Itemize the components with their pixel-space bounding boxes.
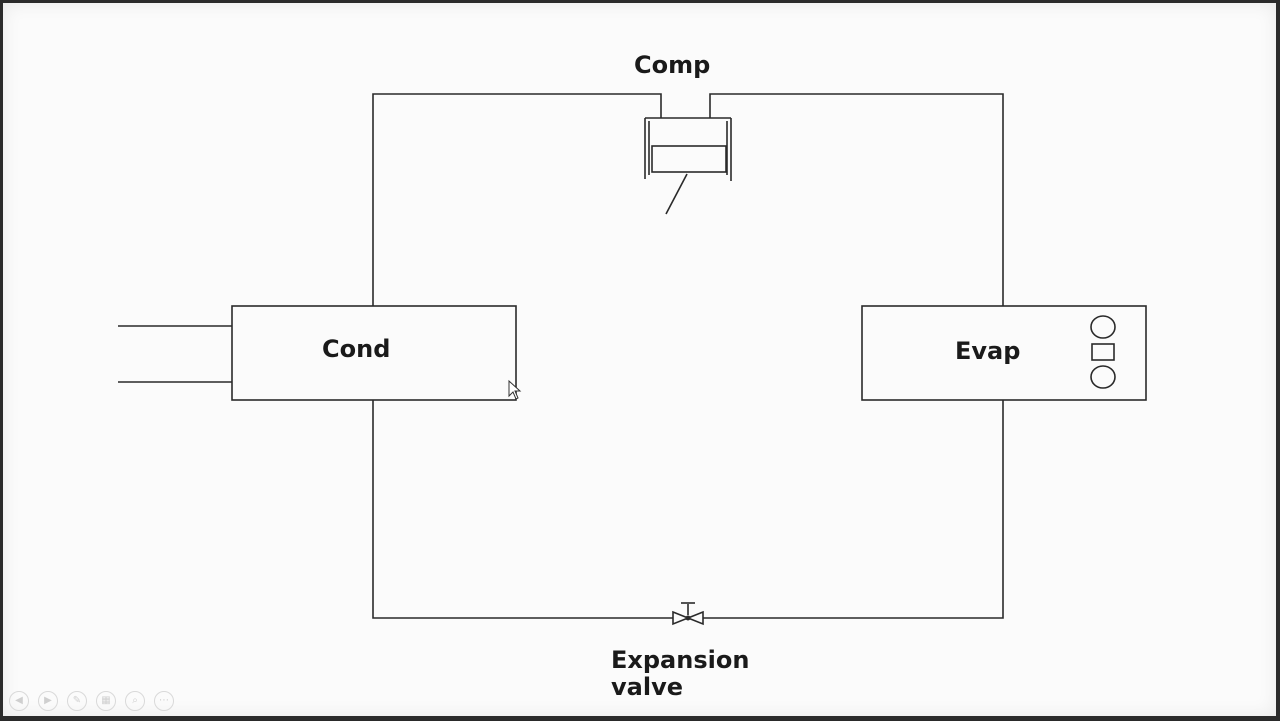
- pen-icon: ✎: [72, 695, 82, 706]
- condenser-box: [231, 305, 517, 401]
- pipe-comp-to-evap: [709, 93, 1004, 306]
- pen-button[interactable]: ✎: [67, 691, 87, 711]
- evaporator: Evap: [861, 305, 1147, 401]
- slide: Comp Cond Evap: [3, 3, 1276, 716]
- mouse-cursor-icon: [508, 379, 522, 400]
- compressor-label: Comp: [634, 51, 710, 79]
- previous-slide-icon: ◀: [15, 695, 23, 706]
- refrigeration-cycle-diagram: Comp Cond Evap: [118, 51, 1147, 701]
- slideshow-toolbar: ◀ ▶ ✎ ▦ ⌕ ⋯: [9, 690, 174, 712]
- next-slide-icon: ▶: [44, 695, 52, 706]
- slides-grid-button[interactable]: ▦: [96, 691, 116, 711]
- condenser: Cond: [231, 305, 517, 401]
- more-options-button[interactable]: ⋯: [154, 691, 174, 711]
- pipe-valve-to-evap: [703, 400, 1004, 619]
- compressor-connecting-rod: [665, 173, 688, 215]
- zoom-button[interactable]: ⌕: [125, 691, 145, 711]
- compressor: Comp: [634, 51, 732, 215]
- condenser-label: Cond: [322, 335, 390, 363]
- fan-icon: [1090, 315, 1116, 389]
- slides-grid-icon: ▦: [101, 695, 111, 706]
- valve-icon: [672, 602, 704, 626]
- expansion-valve: Expansion valve: [611, 602, 749, 701]
- piping: [118, 93, 1004, 619]
- more-options-icon: ⋯: [159, 695, 169, 706]
- expansion-valve-label-line1: Expansion: [611, 646, 749, 674]
- evaporator-label: Evap: [955, 337, 1020, 365]
- previous-slide-button[interactable]: ◀: [9, 691, 29, 711]
- compressor-piston: [651, 145, 727, 173]
- pipe-cond-to-comp: [372, 93, 662, 306]
- expansion-valve-label-line2: valve: [611, 673, 683, 701]
- pipe-cond-to-valve: [372, 400, 673, 619]
- next-slide-button[interactable]: ▶: [38, 691, 58, 711]
- zoom-icon: ⌕: [132, 695, 138, 706]
